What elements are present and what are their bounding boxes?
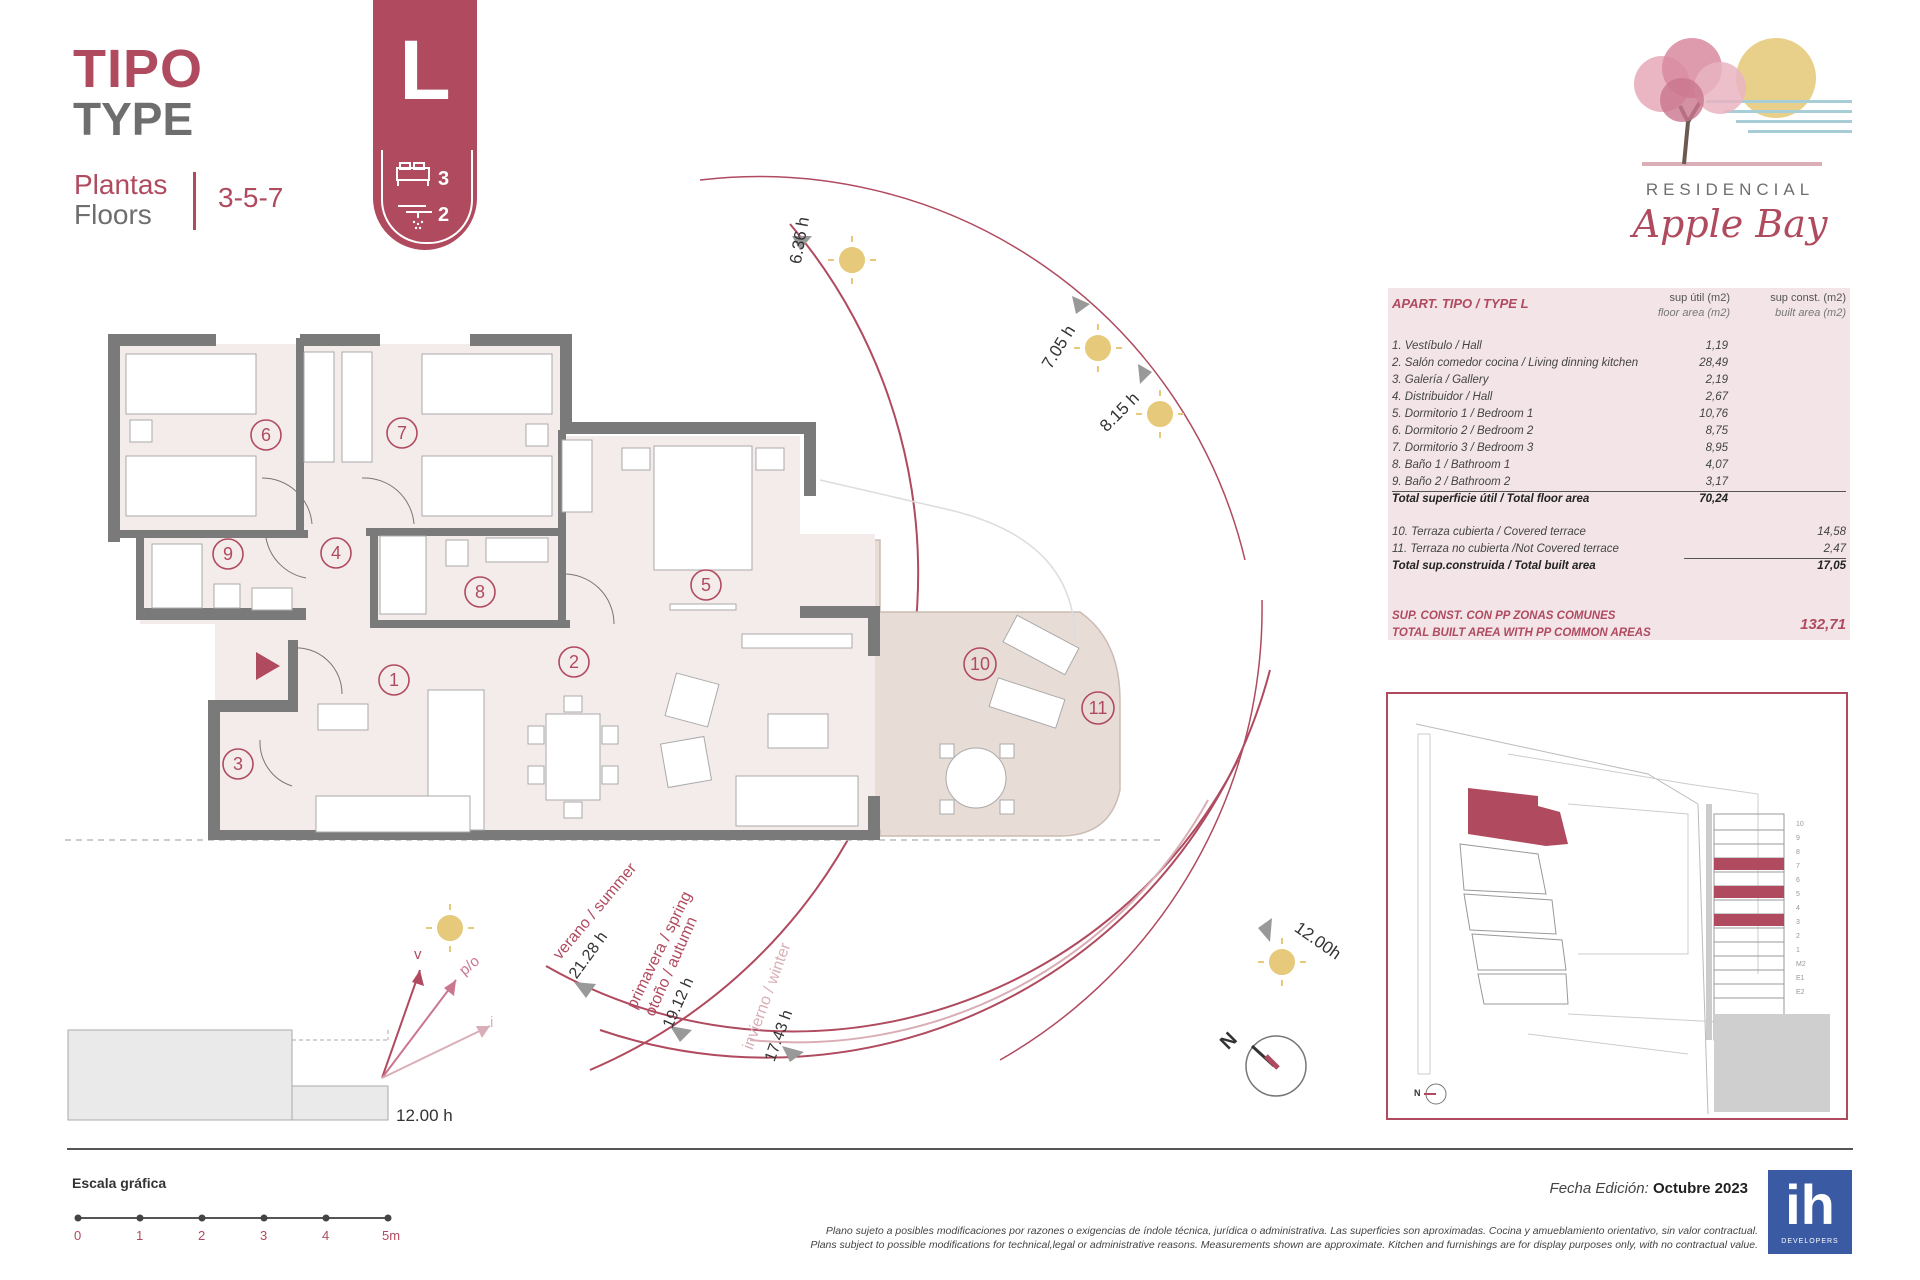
floor-plan	[65, 175, 1307, 1121]
col-built-area: sup const. (m2)built area (m2)	[1770, 292, 1846, 319]
elevation-label-v: v	[414, 946, 422, 963]
room-number-1: 1	[388, 670, 399, 690]
bathroom-9	[151, 543, 293, 611]
room-number-6: 6	[260, 425, 271, 445]
room-number-4: 4	[330, 543, 341, 563]
col-floor-area: sup útil (m2)floor area (m2)	[1657, 292, 1730, 319]
sun-arc-spring	[545, 759, 1239, 1033]
scale-title: Escala gráfica	[72, 1175, 167, 1191]
table-row: 11. Terraza no cubierta /Not Covered ter…	[1392, 543, 1846, 555]
sun-icons	[437, 247, 1295, 975]
room-number-5: 5	[700, 575, 711, 595]
entrance-arrow	[256, 652, 280, 680]
common-area-label-es: SUP. CONST. CON PP ZONAS COMUNES	[1392, 610, 1616, 622]
plantas-label: Plantas	[74, 169, 168, 200]
site-north-label: N	[1414, 1088, 1421, 1098]
type-letter: L	[399, 23, 451, 117]
room-number-3: 3	[232, 754, 243, 774]
scale-tick: 4	[322, 1228, 330, 1243]
floor-numbers: 3-5-7	[218, 182, 284, 213]
site-plan-drawing	[1415, 723, 1830, 1115]
type-rooms-badge	[381, 150, 473, 244]
scale-tick: 0	[74, 1228, 82, 1243]
dining-table	[527, 695, 619, 819]
bed-7	[421, 353, 553, 517]
elevation-time: 12.00 h	[396, 1106, 453, 1125]
table-row: 2. Salón comedor cocina / Living dinning…	[1392, 357, 1728, 369]
table-rule	[1684, 558, 1846, 559]
title-type: TYPE	[73, 93, 194, 145]
scale-tick: 1	[136, 1228, 144, 1243]
bed-5	[621, 445, 785, 611]
scale-tick: 3	[260, 1228, 268, 1243]
total-floor-row: Total superficie útil / Total floor area…	[1392, 493, 1728, 505]
floors-label: Floors	[74, 199, 152, 230]
edition-date: Fecha Edición: Octubre 2023	[1549, 1180, 1748, 1197]
room-number-2: 2	[568, 652, 579, 672]
room-number-9: 9	[222, 544, 233, 564]
disclaimer: Plano sujeto a posibles modificaciones p…	[810, 1225, 1758, 1251]
area-table-title: APART. TIPO / TYPE L	[1392, 296, 1529, 311]
bed-icon	[396, 162, 430, 186]
logo-apple-bay: Apple Bay	[1632, 202, 1828, 246]
room-number-10: 10	[969, 654, 991, 674]
scale-tick: 2	[198, 1228, 206, 1243]
sun-arc-inner	[999, 599, 1263, 1061]
developer-logo-text: ih	[1785, 1173, 1835, 1236]
living-furniture	[659, 633, 859, 827]
terrace-furniture	[939, 614, 1080, 815]
bathrooms-count: 2	[438, 204, 450, 226]
scale-tick: 5m	[382, 1228, 401, 1243]
footer-rule	[67, 1148, 1853, 1150]
logo-residencial: RESIDENCIAL	[1645, 180, 1815, 199]
divider	[193, 172, 196, 230]
common-area-value: 132,71	[1800, 616, 1846, 633]
table-rule	[1392, 491, 1846, 492]
developer-logo	[1768, 1170, 1852, 1254]
sun-arc-winter	[749, 799, 1209, 1044]
scale-bar	[74, 1214, 392, 1222]
room-numbers	[212, 417, 1115, 780]
room-number-11: 11	[1088, 698, 1108, 718]
kitchen	[315, 689, 485, 833]
common-area-label-en: TOTAL BUILT AREA WITH PP COMMON AREAS	[1392, 627, 1651, 639]
title-tipo: TIPO	[73, 39, 204, 99]
developer-logo-sub: DEVELOPERS	[1781, 1238, 1839, 1245]
bedrooms-count: 3	[438, 168, 450, 190]
bed-6	[125, 353, 257, 517]
room-number-8: 8	[474, 582, 485, 602]
shower-icon	[398, 205, 432, 230]
room-number-7: 7	[396, 423, 407, 443]
area-table	[1388, 288, 1850, 640]
bathroom-8	[379, 535, 549, 615]
sun-arc-inner2	[699, 175, 1246, 561]
elevation-label-i: i	[490, 1014, 494, 1031]
apple-bay-logo-icon	[1634, 38, 1852, 166]
